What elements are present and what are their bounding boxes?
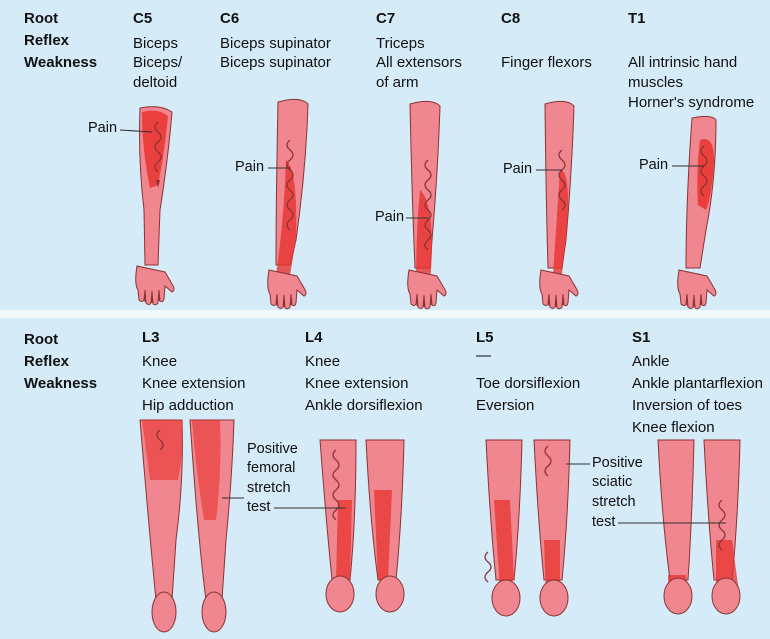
weakness-c7-line1: All extensors [376, 53, 462, 73]
root-c8: C8 [501, 9, 520, 29]
reflex-s1: Ankle [632, 352, 670, 372]
weakness-c6: Biceps supinator [220, 53, 331, 73]
pain-label-c7: Pain [375, 208, 404, 227]
root-l4: L4 [305, 328, 323, 348]
legs-l3 [140, 420, 234, 632]
reflex-l3: Knee [142, 352, 177, 372]
arm-c7 [408, 101, 446, 308]
label-root-upper: Root [24, 9, 58, 29]
weakness-c5-line2: deltoid [133, 73, 177, 93]
arm-c8 [540, 101, 578, 308]
pain-label-c8: Pain [503, 160, 532, 179]
weakness-t1-line1: All intrinsic hand [628, 53, 737, 73]
root-c5: C5 [133, 9, 152, 29]
label-root-lower: Root [24, 330, 58, 350]
pain-label-c5: Pain [88, 119, 117, 138]
weakness-t1-line2: muscles [628, 73, 683, 93]
label-reflex-upper: Reflex [24, 31, 69, 51]
weakness-s1-line2: Inversion of toes [632, 396, 742, 416]
weakness-l4-line1: Knee extension [305, 374, 408, 394]
label-weakness-lower: Weakness [24, 374, 97, 394]
femoral-test-line2: femoral [247, 459, 295, 478]
reflex-c5: Biceps [133, 34, 178, 54]
root-l5: L5 [476, 328, 494, 348]
weakness-c7-line2: of arm [376, 73, 419, 93]
reflex-l4: Knee [305, 352, 340, 372]
pain-label-c6: Pain [235, 158, 264, 177]
weakness-l3-line1: Knee extension [142, 374, 245, 394]
reflex-c6: Biceps supinator [220, 34, 331, 54]
arm-t1 [678, 116, 716, 308]
legs-l5 [485, 440, 570, 616]
pain-label-t1: Pain [639, 156, 668, 175]
reflex-l5: — [476, 346, 491, 366]
weakness-s1-line3: Knee flexion [632, 418, 715, 438]
weakness-l5-line1: Toe dorsiflexion [476, 374, 580, 394]
legs-l4 [320, 440, 404, 612]
root-s1: S1 [632, 328, 650, 348]
legs-s1 [658, 440, 740, 614]
root-c7: C7 [376, 9, 395, 29]
sciatic-test-line3: stretch [592, 493, 636, 512]
weakness-l3-line2: Hip adduction [142, 396, 234, 416]
root-l3: L3 [142, 328, 160, 348]
arm-c6 [268, 99, 308, 308]
sciatic-test-line4: test [592, 513, 615, 532]
label-weakness-upper: Weakness [24, 53, 97, 73]
sciatic-test-line2: sciatic [592, 473, 632, 492]
arm-c5 [136, 107, 174, 305]
femoral-test-line1: Positive [247, 440, 298, 459]
weakness-t1-line3: Horner's syndrome [628, 93, 754, 113]
weakness-c5-line1: Biceps/ [133, 53, 182, 73]
weakness-s1-line1: Ankle plantarflexion [632, 374, 763, 394]
label-reflex-lower: Reflex [24, 352, 69, 372]
root-t1: T1 [628, 9, 646, 29]
sciatic-test-line1: Positive [592, 454, 643, 473]
weakness-l5-line2: Eversion [476, 396, 534, 416]
root-c6: C6 [220, 9, 239, 29]
weakness-l4-line2: Ankle dorsiflexion [305, 396, 423, 416]
weakness-c8: Finger flexors [501, 53, 592, 73]
reflex-c7: Triceps [376, 34, 425, 54]
femoral-test-line3: stretch [247, 479, 291, 498]
femoral-test-line4: test [247, 498, 270, 517]
